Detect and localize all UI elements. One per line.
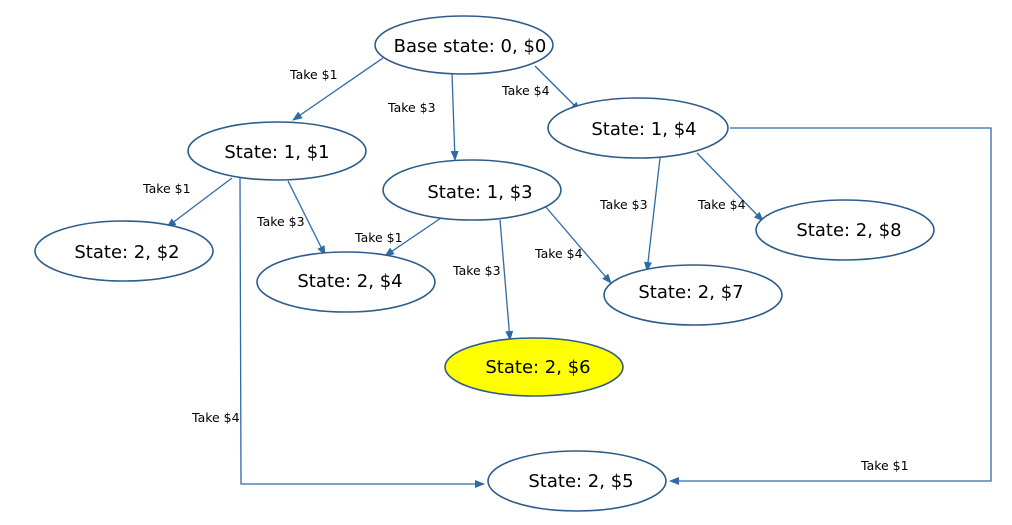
- edge-label-state-1-3-to-state-2-7: Take $4: [534, 246, 583, 261]
- node-state-2-4: State: 2, $4: [256, 251, 436, 313]
- node-base-state: Base state: 0, $0: [374, 15, 554, 75]
- node-state-1-4-ellipse: [547, 97, 729, 159]
- edge-label-state-1-4-to-state-2-7: Take $3: [599, 197, 648, 212]
- node-state-1-1-ellipse: [187, 121, 367, 181]
- edge-label-state-1-3-to-state-2-4: Take $1: [354, 230, 403, 245]
- edge-label-state-1-1-to-state-2-2: Take $1: [142, 181, 191, 196]
- edge-state-1-1-to-state-2-4: [287, 180, 326, 256]
- edge-state-1-3-to-state-2-4: [384, 217, 442, 257]
- node-state-1-3-label: State: 1, $3: [427, 182, 532, 203]
- edge-state-1-4-to-state-2-5: [669, 127, 992, 485]
- node-state-2-7: State: 2, $7: [603, 264, 783, 326]
- edge-state-1-4-to-state-2-8: [696, 152, 764, 222]
- edge-state-1-3-to-state-2-7: [544, 205, 612, 284]
- node-state-2-2: State: 2, $2: [34, 220, 214, 282]
- edge-state-1-4-to-state-2-7: [644, 157, 661, 272]
- edge-label-state-1-4-to-state-2-8: Take $4: [697, 197, 746, 212]
- edge-state-1-3-to-state-2-6: [499, 219, 514, 341]
- node-state-2-6-label: State: 2, $6: [485, 357, 590, 378]
- edge-base-to-state-1-4: [534, 65, 581, 112]
- edge-label-state-1-4-to-state-2-5: Take $1: [860, 458, 909, 473]
- edge-state-1-1-to-state-2-2: [166, 177, 233, 228]
- edge-label-state-1-1-to-state-2-4: Take $3: [256, 214, 305, 229]
- node-state-1-4-label: State: 1, $4: [591, 119, 696, 140]
- node-state-1-1-label: State: 1, $1: [224, 142, 329, 163]
- edge-label-base-to-state-1-3: Take $3: [387, 100, 436, 115]
- edge-label-state-1-1-to-state-2-5: Take $4: [191, 410, 240, 425]
- node-state-1-1: State: 1, $1: [187, 121, 367, 181]
- edge-label-state-1-3-to-state-2-6: Take $3: [452, 263, 501, 278]
- node-state-2-8-label: State: 2, $8: [796, 220, 901, 241]
- node-base-state-ellipse: [374, 15, 554, 75]
- node-state-2-2-label: State: 2, $2: [74, 242, 179, 263]
- node-state-2-5: State: 2, $5: [487, 450, 667, 512]
- edge-state-1-1-to-state-2-5: [239, 177, 485, 488]
- edge-labels: Take $1 Take $3 Take $4 Take $1 Take $3 …: [142, 67, 909, 473]
- node-state-1-4: State: 1, $4: [547, 97, 729, 159]
- node-state-2-4-label: State: 2, $4: [297, 271, 402, 292]
- node-state-1-3: State: 1, $3: [382, 159, 562, 221]
- edges: [166, 57, 992, 488]
- edge-base-to-state-1-1: [292, 57, 384, 121]
- node-state-2-8-ellipse: [755, 199, 935, 261]
- node-state-2-4-ellipse: [256, 251, 436, 313]
- node-state-1-3-ellipse: [382, 159, 562, 221]
- node-state-2-8: State: 2, $8: [755, 199, 935, 261]
- node-state-2-5-label: State: 2, $5: [528, 471, 633, 492]
- node-base-state-label: Base state: 0, $0: [394, 36, 547, 57]
- node-state-2-7-label: State: 2, $7: [638, 282, 743, 303]
- node-state-2-2-ellipse: [34, 220, 214, 282]
- nodes: Base state: 0, $0 State: 1, $1 State: 1,…: [34, 15, 935, 512]
- node-state-2-6-ellipse: [444, 337, 624, 397]
- edge-base-to-state-1-3: [450, 73, 459, 161]
- node-state-2-7-ellipse: [603, 264, 783, 326]
- edge-label-base-to-state-1-1: Take $1: [289, 67, 338, 82]
- edge-label-base-to-state-1-4: Take $4: [501, 83, 550, 98]
- node-state-2-6: State: 2, $6: [444, 337, 624, 397]
- node-state-2-5-ellipse: [487, 450, 667, 512]
